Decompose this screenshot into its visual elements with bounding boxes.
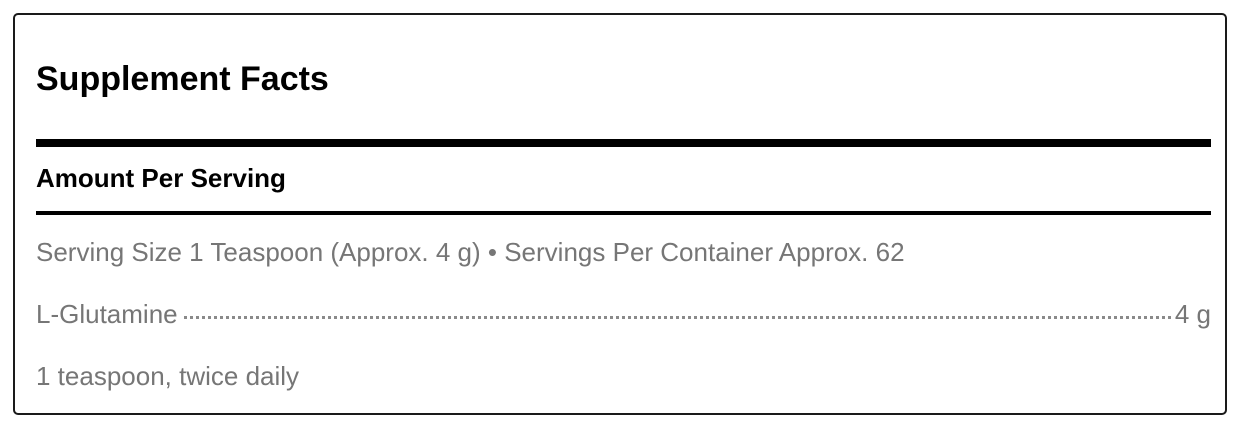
supplement-facts-title: Supplement Facts xyxy=(36,60,329,98)
ingredient-amount: 4 g xyxy=(1174,299,1211,329)
ingredient-name: L-Glutamine xyxy=(36,299,178,329)
directions-text: 1 teaspoon, twice daily xyxy=(36,361,300,391)
ingredient-row: L-Glutamine 4 g xyxy=(36,297,1211,331)
thick-divider xyxy=(36,139,1211,147)
amount-per-serving-heading: Amount Per Serving xyxy=(36,163,286,193)
serving-size-info: Serving Size 1 Teaspoon (Approx. 4 g) • … xyxy=(36,237,905,267)
supplement-facts-panel: Supplement Facts Amount Per Serving Serv… xyxy=(13,13,1227,415)
thin-divider xyxy=(36,211,1211,215)
dotted-leader xyxy=(183,315,1171,319)
